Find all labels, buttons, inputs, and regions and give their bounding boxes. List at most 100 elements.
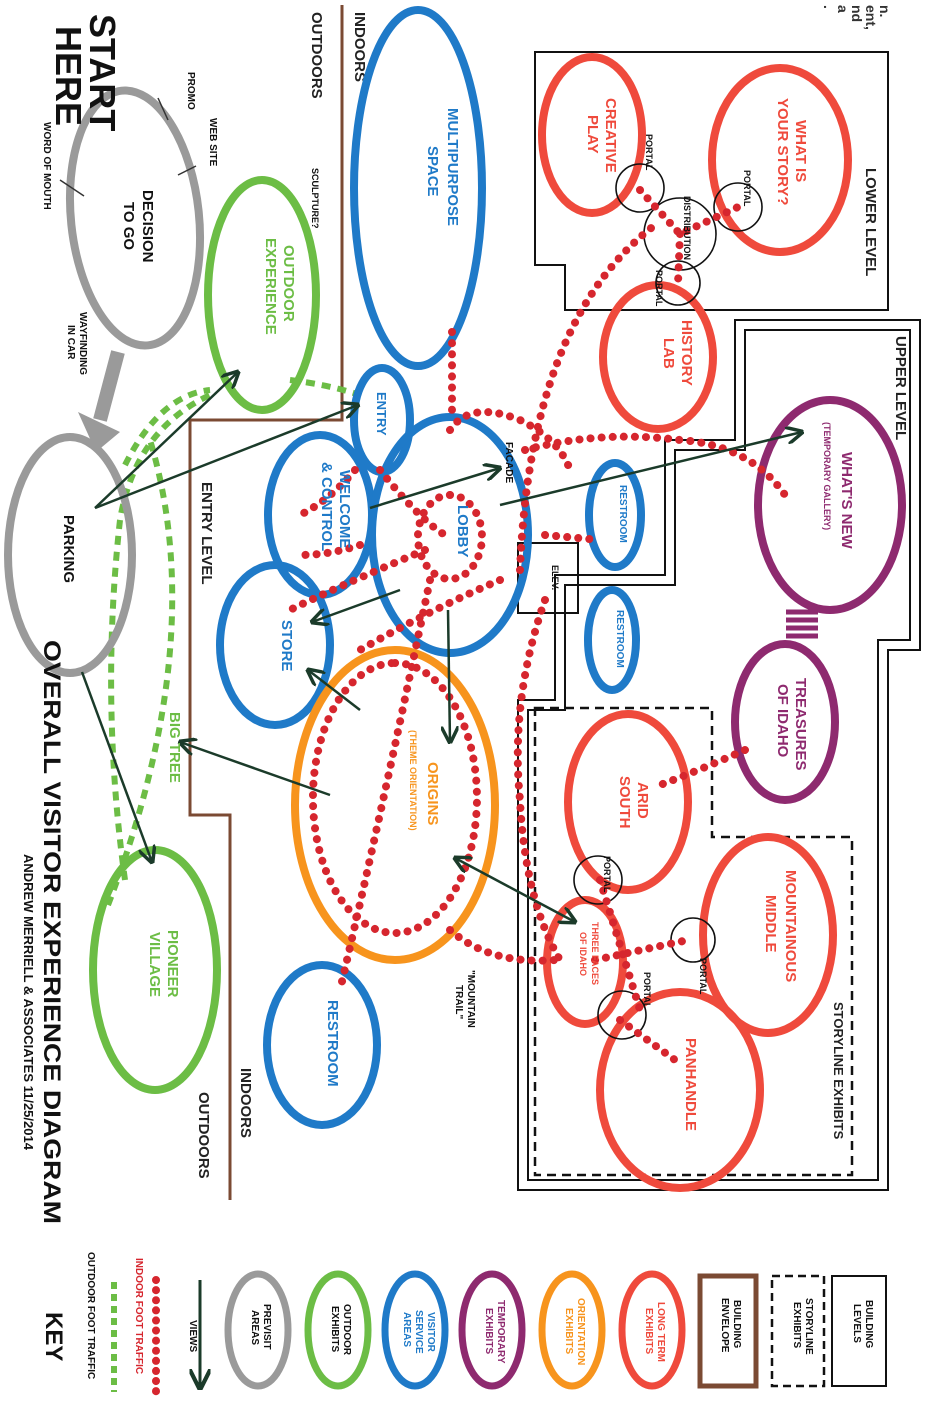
restroom-lower-node[interactable] xyxy=(584,586,640,694)
view-parking-entry xyxy=(94,405,358,510)
web-site-label: WEB SITE xyxy=(207,118,218,167)
creative-play-label-2: PLAY xyxy=(584,115,601,154)
traffic-treasures-arid xyxy=(656,746,749,789)
elevator-box xyxy=(517,542,579,614)
portal-panhandle-circle[interactable] xyxy=(597,990,647,1040)
panhandle-node[interactable] xyxy=(596,988,764,1192)
whats-new-label-2: (TEMPORARY GALLERY) xyxy=(822,422,832,530)
facade-label: FACADE xyxy=(503,442,514,483)
key-previsit-label-2: AREAS xyxy=(249,1310,260,1345)
view-parking-village xyxy=(80,671,152,862)
history-lab-label-2: LAB xyxy=(660,338,677,369)
multipurpose-space-node[interactable] xyxy=(350,6,486,370)
lower-level-outline xyxy=(534,51,889,311)
arid-south-label-1: ARID xyxy=(634,782,651,819)
upper-level-inner xyxy=(527,329,911,1181)
outdoors-label-top: OUTDOORS xyxy=(308,12,325,99)
key-indoor-traffic-label: INDOOR FOOT TRAFFIC xyxy=(133,1258,144,1374)
treasures-of-idaho-node[interactable] xyxy=(731,640,839,804)
three-faces-label-1: THREE FACES xyxy=(590,922,600,985)
traffic-lower-dist xyxy=(636,186,742,287)
key-visitor-service-label-3: AREAS xyxy=(401,1312,412,1347)
sculpture-label: SCULPTURE? xyxy=(310,168,320,229)
creative-play-node[interactable] xyxy=(538,53,646,217)
key-previsit-label-1: PREVISIT xyxy=(261,1304,272,1350)
key-legend: KEY BUILDING LEVELS STORYLINE EXHIBITS B… xyxy=(40,1252,887,1396)
parking-node[interactable] xyxy=(4,433,136,677)
envelope-line-top xyxy=(188,5,344,1200)
margin-text-4: . xyxy=(821,5,837,9)
key-outdoor-label-2: EXHIBITS xyxy=(329,1306,340,1352)
outdoor-path-3 xyxy=(105,439,176,907)
traffic-lobby-ring xyxy=(413,491,486,583)
portal-label-middle: PORTAL xyxy=(698,958,708,995)
key-temporary-label-1: TEMPORARY xyxy=(495,1300,506,1364)
big-tree-label: BIG TREE xyxy=(166,712,183,783)
history-lab-node[interactable] xyxy=(599,281,717,433)
portal-story-circle[interactable] xyxy=(713,182,763,232)
view-welcome-facade xyxy=(369,468,500,510)
traffic-trail xyxy=(446,926,559,965)
key-outdoor-label-1: OUTDOOR xyxy=(341,1304,352,1356)
view-origins-store xyxy=(308,670,361,711)
portal-history-circle[interactable] xyxy=(655,260,701,306)
portal-label-panhandle: PORTAL xyxy=(642,972,652,1009)
key-visitor-service-label-1: VISITOR xyxy=(425,1312,436,1353)
key-long-term-label-2: EXHIBITS xyxy=(643,1308,654,1354)
indoor-foot-traffic xyxy=(286,186,789,1064)
entry-level-label: ENTRY LEVEL xyxy=(198,482,215,585)
indoors-label-top: INDOORS xyxy=(351,12,368,82)
wayfinding-label-2: IN CAR xyxy=(65,325,76,360)
what-is-your-story-label-1: WHAT IS xyxy=(792,120,809,182)
key-heading: KEY xyxy=(40,1312,67,1361)
portal-middle-circle[interactable] xyxy=(670,917,716,963)
storyline-exhibits-label: STORYLINE EXHIBITS xyxy=(831,1002,846,1140)
view-origins-three xyxy=(455,858,575,922)
store-node[interactable] xyxy=(216,561,334,729)
lower-level-label: LOWER LEVEL xyxy=(862,168,879,276)
wayfinding-label-1: WAYFINDING xyxy=(77,312,88,375)
diagram-title: OVERALL VISITOR EXPERIENCE DIAGRAM xyxy=(38,640,65,1224)
key-orientation-label-2: EXHIBITS xyxy=(563,1308,574,1354)
key-visitor-service-label-2: SERVICE xyxy=(413,1310,424,1354)
arid-south-node[interactable] xyxy=(564,710,692,894)
traffic-origins-ring xyxy=(308,659,481,937)
outdoor-path-1 xyxy=(122,387,211,467)
traffic-lobby-origins xyxy=(356,576,504,654)
restroom-upper-node[interactable] xyxy=(585,459,645,571)
whats-new-label-1: WHAT'S NEW xyxy=(838,452,855,549)
pioneer-village-label-2: VILLAGE xyxy=(146,932,163,997)
margin-text-2: nd xyxy=(849,5,865,22)
origins-node[interactable] xyxy=(291,646,499,964)
distribution-label: DISTRIBUTION xyxy=(682,196,692,260)
traffic-lobby-arc xyxy=(446,408,574,474)
diagram-credit: ANDREW MERRIELL & ASSOCIATES 11/25/2014 xyxy=(21,854,36,1151)
traffic-restroom xyxy=(541,531,604,544)
outdoor-experience-node[interactable] xyxy=(204,176,320,414)
decision-to-go-node[interactable] xyxy=(58,84,212,352)
restroom-bottom-label: RESTROOM xyxy=(324,1000,341,1087)
traffic-elev-storyline xyxy=(513,596,564,964)
welcome-label-1: WELCOME xyxy=(336,470,353,548)
lobby-label: LOBBY xyxy=(454,505,471,558)
traffic-lobby-lower xyxy=(516,221,659,574)
key-building-levels-label-2: LEVELS xyxy=(851,1304,862,1343)
lobby-node[interactable] xyxy=(368,413,532,657)
parking-label: PARKING xyxy=(60,515,77,583)
building-envelope xyxy=(188,5,344,1200)
mountainous-middle-node[interactable] xyxy=(699,833,837,1037)
restroom-bottom-node[interactable] xyxy=(263,961,381,1129)
what-is-your-story-node[interactable] xyxy=(708,64,852,256)
nodes xyxy=(4,6,906,1192)
promo-label: PROMO xyxy=(185,72,196,110)
origins-label-1: ORIGINS xyxy=(424,762,441,825)
key-outdoor-traffic-label: OUTDOOR FOOT TRAFFIC xyxy=(85,1252,96,1379)
history-lab-label-1: HISTORY xyxy=(678,320,695,386)
treasures-label-2: OF IDAHO xyxy=(774,684,791,758)
key-envelope-label-2: ENVELOPE xyxy=(719,1298,730,1353)
key-storyline-label-1: STORYLINE xyxy=(803,1298,814,1355)
whats-new-node[interactable] xyxy=(754,396,906,614)
key-views-label: VIEWS xyxy=(187,1320,198,1353)
portal-creative-circle[interactable] xyxy=(615,163,665,213)
